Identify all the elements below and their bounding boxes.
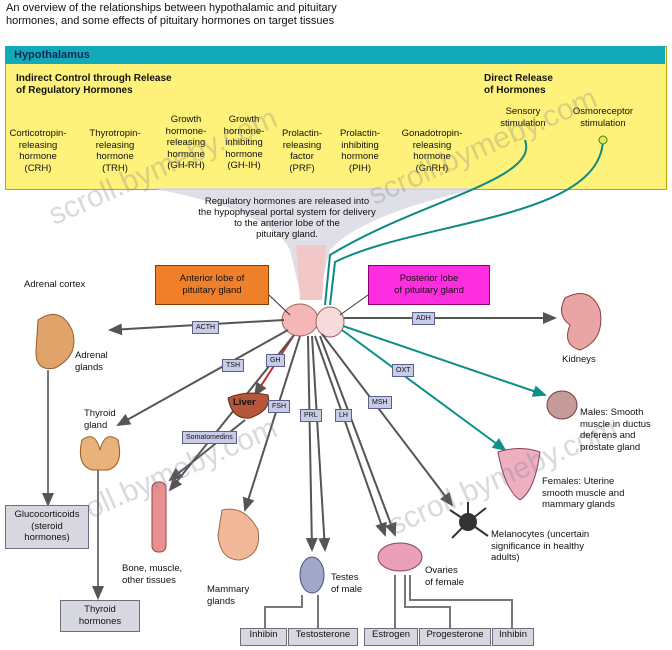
- tag-lh: LH: [335, 409, 352, 422]
- ovary-shape: [377, 542, 423, 572]
- portal-system-text: Regulatory hormones are released into th…: [198, 196, 376, 240]
- label-kidneys: Kidneys: [562, 354, 596, 365]
- tag-adh: ADH: [412, 312, 435, 325]
- posterior-connector: [339, 294, 369, 316]
- tag-somatomedins: Somatomedins: [182, 431, 237, 444]
- osmoreceptor-stimulation: Osmoreceptor stimulation: [572, 106, 634, 129]
- progesterone-box: Progesterone: [419, 628, 491, 646]
- hormone-gh-rh: Growth hormone- releasing hormone (GH-RH…: [165, 114, 207, 171]
- somatomedins-arrow: [168, 419, 246, 482]
- oxt-female-arrow: [341, 329, 507, 452]
- oxt-male-arrow: [342, 325, 547, 397]
- thyroid-shape: [79, 436, 121, 471]
- testes-output-lines: [264, 595, 319, 628]
- fsh-ovary-arrow: [319, 335, 397, 537]
- hypothalamus-box: [5, 46, 667, 190]
- hormone-prf: Prolactin- releasing factor (PRF): [281, 128, 323, 174]
- label-bone-muscle: Bone, muscle,other tissues: [122, 563, 183, 586]
- pituitary-stalk: [296, 245, 326, 300]
- posterior-lobe-label: Posterior lobe of pituitary gland: [368, 265, 490, 305]
- ovary-output-lines: [394, 575, 513, 628]
- hormone-pih: Prolactin- inhibiting hormone (PIH): [339, 128, 381, 174]
- caption-line-1: An overview of the relationships between…: [6, 2, 337, 14]
- caption-line-2: hormones, and some effects of pituitary …: [6, 15, 335, 27]
- posterior-pituitary: [315, 306, 345, 338]
- prostate-shape: [546, 390, 578, 420]
- inhibin-male-box: Inhibin: [240, 628, 287, 646]
- fsh-testes-arrow: [311, 335, 331, 552]
- melanocyte-dendrites: [449, 502, 489, 539]
- indirect-control-title: Indirect Control through Release of Regu…: [16, 73, 172, 96]
- anterior-lobe-label: Anterior lobe of pituitary gland: [155, 265, 269, 305]
- mammary-shape: [217, 508, 260, 561]
- testosterone-box: Testosterone: [288, 628, 358, 646]
- label-adrenal-cortex: Adrenal cortex: [24, 279, 86, 290]
- hypothalamus-title: Hypothalamus: [14, 49, 90, 61]
- direct-neuron-sensory: [324, 139, 528, 306]
- hormone-gh-ih: Growth hormone- inhibiting hormone (GH-I…: [223, 114, 265, 171]
- figure-caption: An overview of the relationships between…: [6, 2, 606, 28]
- anterior-connector: [268, 294, 291, 316]
- hormone-crh: Corticotropin- releasing hormone (CRH): [9, 128, 67, 174]
- testes-shape: [299, 556, 325, 594]
- tag-fsh: FSH: [268, 400, 290, 413]
- tsh-arrow: [116, 329, 289, 426]
- prl-arrow: [242, 335, 301, 512]
- tag-gh: GH: [266, 354, 285, 367]
- inhibin-female-box: Inhibin: [492, 628, 534, 646]
- osmo-receptor: [598, 135, 608, 145]
- sensory-stimulation: Sensory stimulation: [500, 106, 546, 129]
- uterus-shape: [497, 448, 541, 501]
- direct-neuron-osmo: [329, 139, 604, 306]
- tag-oxt: OXT: [392, 364, 415, 377]
- lh-ovary-arrow: [314, 335, 387, 537]
- adrenal-gland-shape: [35, 313, 75, 370]
- lh-testes-arrow: [305, 335, 318, 552]
- liver-shape: [227, 392, 270, 419]
- hypothalamus-band: [5, 46, 665, 64]
- estrogen-box: Estrogen: [364, 628, 418, 646]
- tag-prl: PRL: [300, 409, 322, 422]
- kidney-shape: [560, 293, 602, 351]
- bone-shape: [151, 481, 167, 553]
- label-liver: Liver: [233, 397, 256, 408]
- hormone-trh: Thyrotropin- releasing hormone (TRH): [89, 128, 141, 174]
- tag-acth: ACTH: [192, 321, 220, 334]
- tag-tsh: TSH: [222, 359, 244, 372]
- msh-arrow: [321, 333, 454, 507]
- hormone-gnrh: Gonadotropin- releasing hormone (GnRH): [401, 128, 463, 174]
- portal-funnel: [150, 188, 480, 300]
- tag-msh: MSH: [368, 396, 392, 409]
- direct-release-title: Direct Release of Hormones: [484, 73, 553, 96]
